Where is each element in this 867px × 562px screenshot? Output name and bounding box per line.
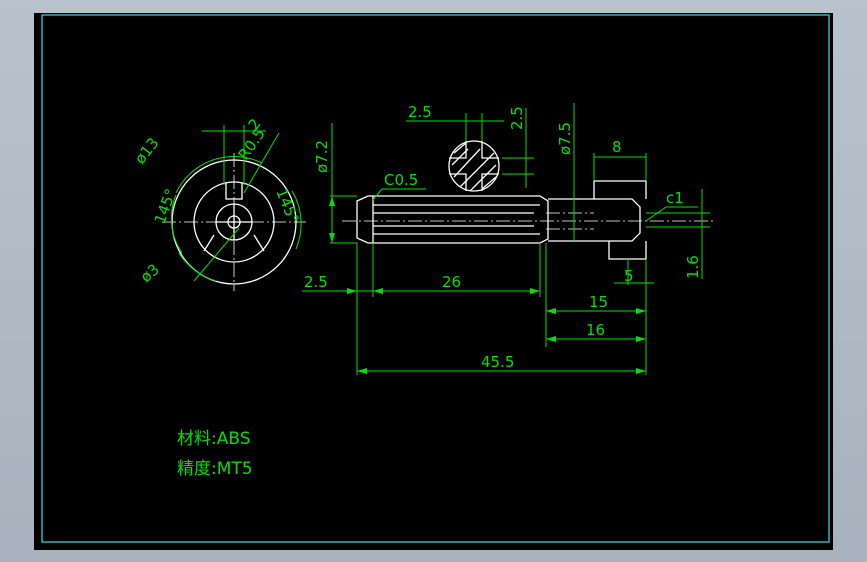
shaft-body [356,195,549,244]
drawing-frame [41,14,830,543]
arrow-15-a [546,308,556,314]
dim-d3: ø3 [137,260,163,286]
dim-c1: c1 [666,189,684,207]
head-tab-top [593,180,647,199]
leader-c1 [645,206,667,222]
arrow-d72-b [329,233,335,243]
dim-d72: ø7.2 [313,140,331,173]
dim-5: 5 [624,267,634,285]
arrow-26-b [530,288,540,294]
section-circle [448,140,500,192]
arc-dim-d3 [178,252,217,282]
end-view: ø13 R0.5 2 145° 145° ø3 [131,115,306,291]
leader-d3 [193,227,240,282]
dim-45-5: 45.5 [481,353,514,371]
section-view: 2.5 2.5 [406,103,534,192]
arrow-16-a [546,336,556,342]
dim-left-25: 2.5 [304,273,328,291]
head-body [548,198,641,242]
arc-dim-d13 [175,156,263,194]
leader-c05 [371,188,383,202]
dim-top-25: 2.5 [408,103,432,121]
cad-drawing: ø13 R0.5 2 145° 145° ø3 2.5 2.5 [41,14,830,543]
leader-r05 [243,132,280,194]
arrow-16-b [636,336,646,342]
material-note: 材料:ABS [177,429,251,449]
arrow-d72-a [329,196,335,206]
flat-lines [203,234,265,252]
dim-d75: ø7.5 [556,122,574,155]
head-tab-bottom [608,241,647,260]
arrow-15-b [636,308,646,314]
arc-dim-145-right [291,190,302,250]
dim-145-right: 145° [272,186,302,226]
dim-8: 8 [612,138,622,156]
precision-note: 精度:MT5 [177,459,253,479]
section-cross [449,141,499,191]
arrow-45-a [357,368,367,374]
dim-26: 26 [442,273,461,291]
dim-16: 16 [586,321,605,339]
dim-1-6: 1.6 [684,255,702,279]
dim-15: 15 [589,293,608,311]
dim-c05: C0.5 [384,171,418,189]
dim-d13: ø13 [131,134,163,167]
arrow-26-a [373,288,383,294]
hatch-lines [451,142,497,192]
arrow-45-b [636,368,646,374]
dim-145-left: 145° [151,186,180,226]
drawing-sheet: ø13 R0.5 2 145° 145° ø3 2.5 2.5 [34,13,833,550]
arrow-25-a [347,288,357,294]
notes: 材料:ABS 精度:MT5 [177,429,253,479]
side-view: ø7.2 C0.5 ø7.5 8 c1 1.6 [302,103,714,375]
dim-side-25: 2.5 [508,106,526,130]
arc-dim-145-left [170,194,183,254]
